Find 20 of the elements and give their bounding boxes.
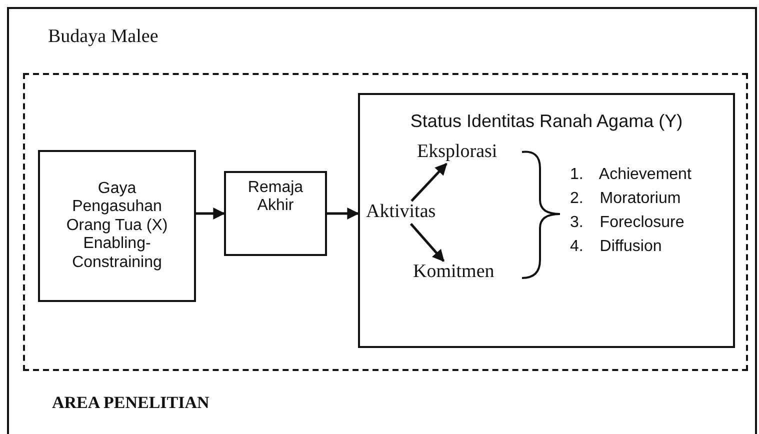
list-item: 2. Moratorium	[570, 190, 681, 208]
list-item: 1. Achievement	[570, 166, 692, 184]
arrow	[410, 162, 448, 202]
arrow	[196, 208, 226, 220]
outer-frame	[7, 7, 757, 434]
box-text: Gaya Pengasuhan Orang Tua (X) Enabling-Constraining	[65, 180, 169, 272]
flow-term: Eksplorasi	[417, 141, 498, 164]
process-box	[224, 171, 327, 256]
flow-term: Komitmen	[413, 261, 494, 284]
list-item: 4. Diffusion	[570, 238, 662, 256]
box-title: Status Identitas Ranah Agama (Y)	[410, 111, 683, 132]
process-box	[358, 93, 735, 348]
list-item: 3. Foreclosure	[570, 214, 684, 232]
process-box	[38, 150, 196, 302]
arrow	[327, 208, 360, 220]
area-heading: AREA PENELITIAN	[52, 393, 210, 413]
frame-heading: Budaya Malee	[48, 26, 158, 48]
box-text: Remaja Akhir	[246, 179, 304, 216]
arrow	[410, 222, 445, 262]
flow-term: Aktivitas	[366, 201, 436, 224]
